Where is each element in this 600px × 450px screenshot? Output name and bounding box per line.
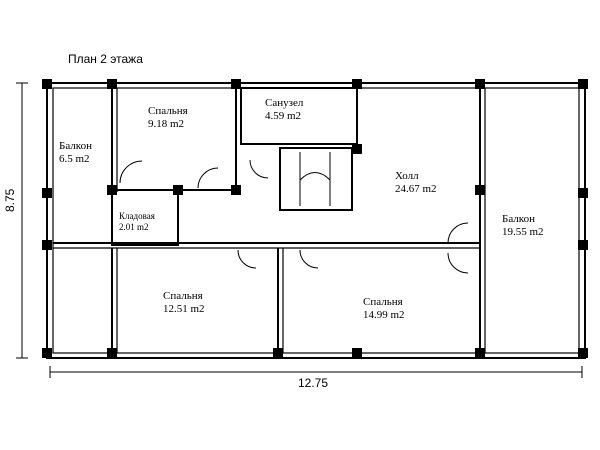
log-end: [352, 348, 362, 358]
room-label-bedroom-2: Спальня 12.51 m2: [163, 290, 205, 316]
log-end: [578, 188, 588, 198]
room-label-bedroom-1: Спальня 9.18 m2: [148, 105, 188, 131]
log-end: [475, 348, 485, 358]
room-area: 19.55 m2: [502, 226, 544, 238]
door-swing: [447, 222, 469, 244]
log-end: [352, 144, 362, 154]
log-end: [352, 79, 362, 89]
door-swing: [119, 160, 143, 184]
log-end: [273, 348, 283, 358]
room-label-closet: Кладовая 2.01 m2: [119, 211, 155, 233]
room-area: 6.5 m2: [59, 153, 90, 165]
room-area: 2.01 m2: [119, 222, 149, 232]
height-dimension-label: 8.75: [3, 188, 17, 212]
room-area: 24.67 m2: [395, 183, 437, 195]
room-name: Спальня: [148, 105, 188, 117]
plan-title: План 2 этажа: [68, 52, 143, 66]
log-end: [231, 79, 241, 89]
room-label-hall: Холл 24.67 m2: [395, 170, 437, 196]
room-name: Холл: [395, 170, 419, 182]
room-name: Санузел: [265, 97, 304, 109]
door-swing: [447, 252, 469, 274]
log-end: [107, 185, 117, 195]
room-name: Балкон: [59, 140, 92, 152]
log-end: [231, 185, 241, 195]
door-swing: [197, 167, 219, 189]
log-end: [578, 240, 588, 250]
log-end: [42, 240, 52, 250]
door-swing: [237, 249, 257, 269]
room-name: Спальня: [363, 296, 403, 308]
room-area: 14.99 m2: [363, 309, 405, 321]
room-label-bedroom-3: Спальня 14.99 m2: [363, 296, 405, 322]
room-label-balcony-right: Балкон 19.55 m2: [502, 213, 544, 239]
room-area: 12.51 m2: [163, 303, 205, 315]
room-label-bathroom: Санузел 4.59 m2: [265, 97, 303, 123]
log-end: [173, 185, 183, 195]
log-end: [578, 79, 588, 89]
room-label-balcony-left: Балкон 6.5 m2: [59, 140, 92, 166]
room-area: 9.18 m2: [148, 118, 185, 130]
log-end: [475, 79, 485, 89]
door-swing: [249, 159, 269, 179]
door-swing: [299, 249, 319, 269]
stair-box: [279, 147, 353, 211]
log-end: [578, 348, 588, 358]
log-end: [42, 79, 52, 89]
outer-wall: [46, 82, 586, 359]
closet-walls: [111, 189, 179, 246]
stair-curve: [299, 172, 331, 181]
room-area: 4.59 m2: [265, 110, 302, 122]
room-name: Спальня: [163, 290, 203, 302]
log-end: [475, 185, 485, 195]
room-name: Балкон: [502, 213, 535, 225]
log-end: [42, 188, 52, 198]
log-end: [107, 348, 117, 358]
room-name: Кладовая: [119, 211, 155, 221]
log-end: [107, 79, 117, 89]
width-dimension-label: 12.75: [298, 376, 329, 390]
log-end: [42, 348, 52, 358]
